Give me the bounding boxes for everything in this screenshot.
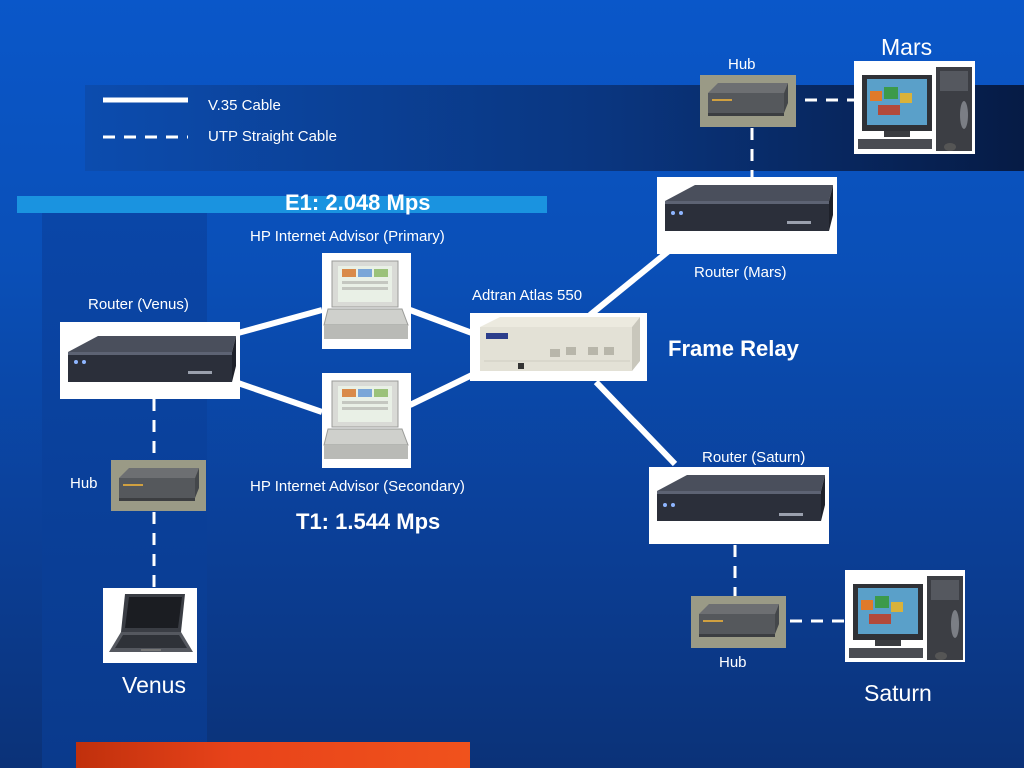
cable-hp-primary-to-adtran <box>408 307 474 336</box>
router-saturn-image <box>649 467 829 544</box>
hub-icon <box>700 75 796 127</box>
router-venus-image <box>60 322 240 399</box>
desktop-pc-icon <box>849 576 963 660</box>
hub-icon <box>691 596 786 648</box>
analyzer-icon <box>323 380 409 459</box>
hp-advisor-primary-image <box>322 253 411 349</box>
site-saturn-label: Saturn <box>864 680 932 706</box>
hub-mars-image <box>700 75 796 127</box>
adtran-chassis-icon <box>480 317 640 371</box>
hp-advisor-secondary-image <box>322 373 411 468</box>
cable-venus-to-hp-secondary <box>237 380 323 415</box>
e1-label: E1: 2.048 Mps <box>285 190 431 215</box>
hub-mars-label: Hub <box>728 56 756 73</box>
venus-laptop-image <box>103 588 197 663</box>
e1-bar <box>17 196 547 213</box>
hub-saturn-image <box>691 596 786 648</box>
router-mars-image <box>657 177 837 254</box>
hub-saturn-label: Hub <box>719 654 747 671</box>
frame-relay-label: Frame Relay <box>668 336 799 361</box>
legend-dashed-label: UTP Straight Cable <box>208 128 337 145</box>
cable-venus-to-hp-primary <box>237 307 323 336</box>
hub-icon <box>111 460 206 511</box>
router-saturn-label: Router (Saturn) <box>702 449 806 466</box>
laptop-icon <box>109 594 193 652</box>
site-mars-label: Mars <box>881 34 933 60</box>
cable-adtran-to-saturn <box>593 379 678 467</box>
router-icon <box>68 336 236 382</box>
saturn-pc-image <box>845 570 965 662</box>
hp-primary-label: HP Internet Advisor (Primary) <box>250 228 445 245</box>
cable-adtran-to-mars <box>588 247 672 318</box>
legend-solid-label: V.35 Cable <box>208 97 281 114</box>
desktop-pc-icon <box>858 67 972 151</box>
router-mars-label: Router (Mars) <box>694 264 787 281</box>
router-icon <box>657 475 825 521</box>
analyzer-icon <box>323 260 409 339</box>
hp-secondary-label: HP Internet Advisor (Secondary) <box>250 478 465 495</box>
t1-label: T1: 1.544 Mps <box>296 509 441 534</box>
adtran-label: Adtran Atlas 550 <box>472 287 583 304</box>
router-icon <box>665 185 833 231</box>
bottom-orange-bar <box>76 742 470 768</box>
router-venus-label: Router (Venus) <box>88 296 189 313</box>
site-venus-label: Venus <box>122 672 186 698</box>
hub-venus-label: Hub <box>70 475 98 492</box>
mars-pc-image <box>854 61 975 154</box>
adtran-atlas-image <box>470 313 647 381</box>
cable-hp-secondary-to-adtran <box>408 372 474 408</box>
hub-venus-image <box>111 460 206 511</box>
